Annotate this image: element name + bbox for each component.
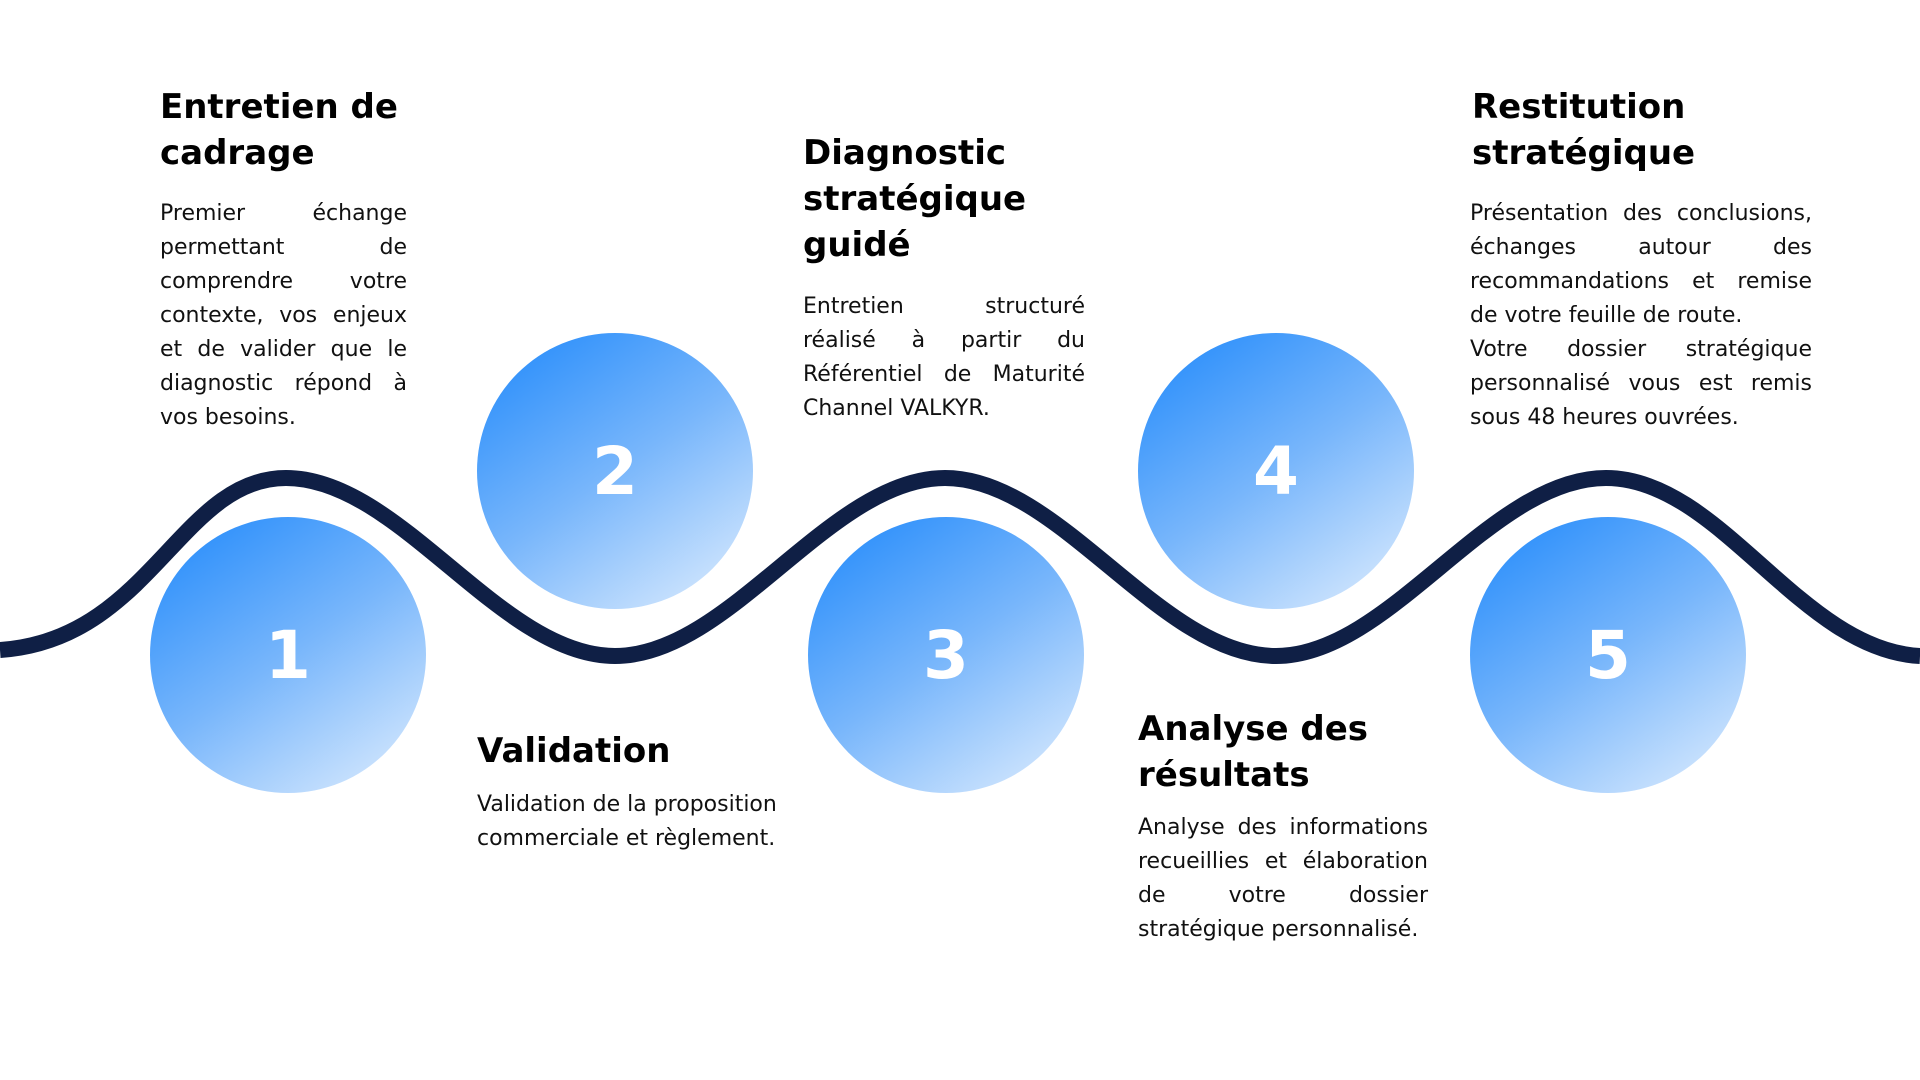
step-2-title: Validation xyxy=(477,731,671,771)
step-4-description: Analyse des informations recueillies et … xyxy=(1138,811,1428,947)
step-1-circle: 1 xyxy=(150,517,426,793)
step-5-circle: 5 xyxy=(1470,517,1746,793)
step-5-number: 5 xyxy=(1585,616,1631,694)
step-3-title: Diagnostic stratégique guidé xyxy=(803,133,1027,265)
step-3-circle: 3 xyxy=(808,517,1084,793)
step-1-title: Entretien de cadrage xyxy=(160,87,398,173)
step-5-description: Présentation des conclusions, échanges a… xyxy=(1470,197,1812,435)
step-1-description: Premier échange permettant de comprendre… xyxy=(160,197,407,435)
step-4-circle: 4 xyxy=(1138,333,1414,609)
step-5-description-text-1: Présentation des conclusions, échanges a… xyxy=(1470,201,1812,328)
step-4-title: Analyse des résultats xyxy=(1138,709,1369,795)
step-2-description-text: Validation de la proposition commerciale… xyxy=(477,792,777,851)
step-3-description-text: Entretien structuré réalisé à partir du … xyxy=(803,294,1085,421)
step-5-description-text-2: Votre dossier stratégique personnalisé v… xyxy=(1470,337,1812,430)
step-1-number: 1 xyxy=(265,616,311,694)
step-2-description: Validation de la proposition commerciale… xyxy=(477,788,802,856)
step-2-circle: 2 xyxy=(477,333,753,609)
step-3-number: 3 xyxy=(923,616,969,694)
step-4-number: 4 xyxy=(1253,432,1299,510)
step-3-description: Entretien structuré réalisé à partir du … xyxy=(803,290,1085,426)
step-1-description-text: Premier échange permettant de comprendre… xyxy=(160,201,407,430)
step-5-title: Restitution stratégique xyxy=(1472,87,1696,173)
step-4-description-text: Analyse des informations recueillies et … xyxy=(1138,815,1428,942)
step-2-number: 2 xyxy=(592,432,638,510)
